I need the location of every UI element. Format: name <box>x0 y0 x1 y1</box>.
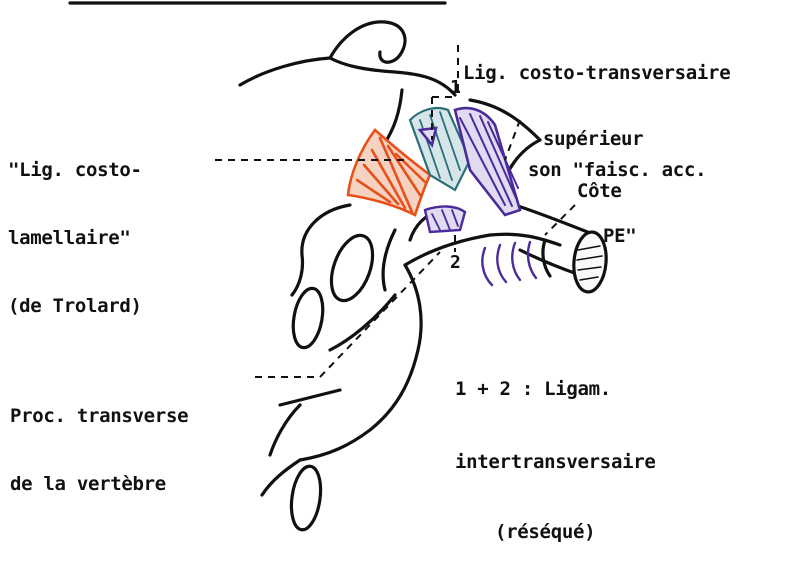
proc-transverse-line1: Proc. transverse <box>10 404 188 428</box>
legend-line2: intertransversaire <box>455 448 656 476</box>
lig-costo-lamellaire-line3: (de Trolard) <box>8 294 142 318</box>
legend-label: 1 + 2 : Ligam. intertransversaire (réséq… <box>455 330 656 588</box>
legend-line3: (réséqué) <box>455 520 656 544</box>
upper-lamina-outline <box>240 22 405 85</box>
faisc-acc-label: son "faisc. acc. PE" <box>528 115 706 291</box>
marker-2: 2 <box>450 252 461 273</box>
proc-transverse-line2: de la vertèbre <box>10 472 188 496</box>
faisc-acc-line1: son "faisc. acc. <box>528 159 706 181</box>
mid-facet-oval <box>289 286 327 350</box>
upper-facet-oval <box>323 230 380 306</box>
lower-facet-oval <box>288 464 325 531</box>
lig-costo-lamellaire-line2: lamellaire" <box>8 226 142 250</box>
marker-1: 1 <box>450 77 461 98</box>
leader-proc-transverse <box>255 252 440 377</box>
anatomy-diagram: Lig. costo-transversaire supérieur "Lig.… <box>0 0 795 547</box>
lig-costo-transversaire-sup-line1: Lig. costo-transversaire <box>463 62 730 84</box>
faisc-acc-line2: PE" <box>528 225 706 247</box>
proc-transverse-label: Proc. transverse de la vertèbre <box>10 360 188 540</box>
lig-costo-lamellaire-line1: "Lig. costo- <box>8 158 142 182</box>
cote-label: Côte <box>577 180 622 202</box>
lig-costo-lamellaire-label: "Lig. costo- lamellaire" (de Trolard) <box>8 114 142 362</box>
legend-line1: 1 + 2 : Ligam. <box>455 374 656 404</box>
